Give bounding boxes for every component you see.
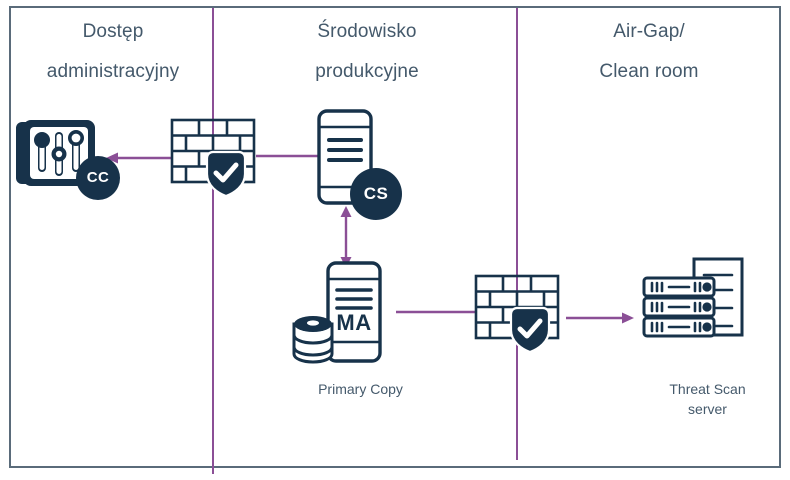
rack-server-icon xyxy=(642,257,744,338)
node-ma-device[interactable]: MA xyxy=(290,260,395,371)
connector-firewall1-to-cc xyxy=(106,152,172,164)
column-title-airgap: Air-Gap/ Clean room xyxy=(599,21,699,82)
badge-cc: CC xyxy=(76,156,120,200)
caption-threat-scan-server: Threat Scan server xyxy=(669,381,746,417)
caption-primary-copy: Primary Copy xyxy=(318,381,403,397)
node-cs-device[interactable]: CS xyxy=(316,108,402,220)
node-firewall-1[interactable] xyxy=(168,116,260,205)
node-firewall-2[interactable] xyxy=(472,272,564,361)
connector-cs-ma-bidirectional xyxy=(340,206,352,268)
connector-firewall2-to-server xyxy=(566,312,634,324)
badge-cs: CS xyxy=(350,168,402,220)
label-ma: MA xyxy=(336,310,372,335)
column-title-production: Środowisko produkcyjne xyxy=(315,21,419,82)
node-cc-console[interactable]: CC xyxy=(14,116,122,205)
node-threat-scan-server[interactable] xyxy=(638,256,750,353)
zone-divider-right xyxy=(516,8,518,460)
commserve-device-icon xyxy=(317,109,373,205)
firewall-shield-icon xyxy=(474,274,560,354)
connector-ma-to-firewall2 xyxy=(396,310,476,314)
connector-cs-to-firewall1 xyxy=(256,154,320,158)
media-agent-device-icon xyxy=(292,261,382,364)
zone-divider-left xyxy=(212,8,214,474)
diagram-frame xyxy=(9,6,781,468)
column-title-admin: Dostęp administracyjny xyxy=(46,21,180,82)
firewall-shield-icon xyxy=(170,118,256,198)
